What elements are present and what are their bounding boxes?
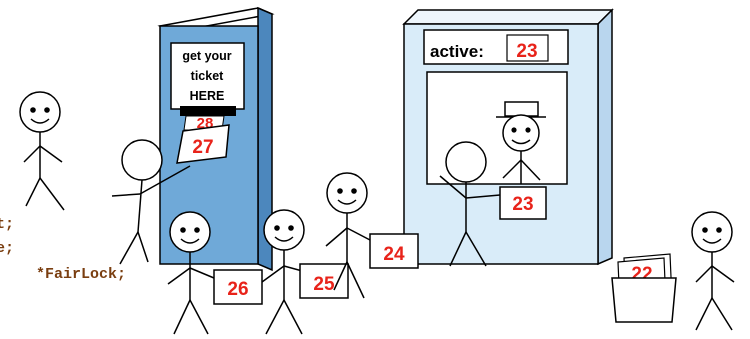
booth-side [598,10,612,264]
discard-pile: 22 [612,254,676,322]
clerk-head [503,115,539,151]
active-label: active: [430,42,484,61]
dispenser-sign: get your ticket HERE [171,43,244,109]
served-ticket: 23 [500,187,546,219]
code-fragments: t; e; *FairLock; [0,216,126,283]
served-ticket-number: 23 [512,194,533,215]
queue-ticket-26-number: 26 [227,279,248,300]
clerk-hat [505,102,538,116]
booth-top [404,10,612,24]
held-ticket-number: 27 [192,137,213,158]
queue-person-26 [168,212,214,334]
held-ticket: 27 [177,125,229,163]
queue-ticket-25: 25 [300,264,348,298]
code-line-3: *FairLock; [36,266,126,283]
person-walking-left [20,92,64,210]
served-customer-head [446,142,486,182]
queue-ticket-26: 26 [214,270,262,304]
code-line-2: e; [0,240,14,257]
queue-ticket-24: 24 [370,234,418,268]
queue-ticket-25-number: 25 [313,274,335,295]
sign-line-1: get your [182,49,231,63]
sign-line-3: HERE [190,89,225,103]
sign-line-2: ticket [191,69,224,83]
active-number: 23 [516,41,537,62]
code-line-1: t; [0,216,14,233]
discard-basket [612,278,676,322]
queue-ticket-24-number: 24 [383,244,405,265]
person-leaving [692,212,734,330]
